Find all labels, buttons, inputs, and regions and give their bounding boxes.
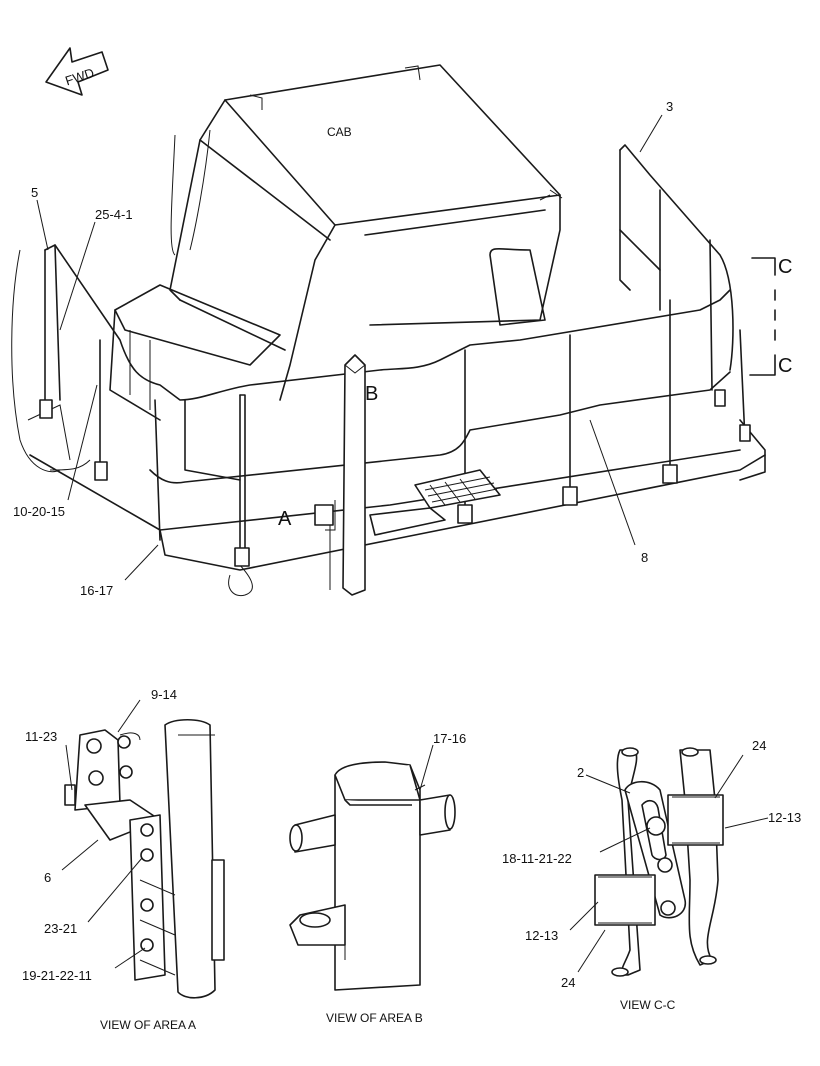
callout-5: 5 [31, 185, 38, 200]
callout-10-20-15: 10-20-15 [13, 504, 65, 519]
view-area-a-caption: VIEW OF AREA A [100, 1018, 196, 1032]
callout-24-top: 24 [752, 738, 766, 753]
callout-12-13-left: 12-13 [525, 928, 558, 943]
callout-6: 6 [44, 870, 51, 885]
view-cc-caption: VIEW C-C [620, 998, 676, 1012]
view-cc-drawing [594, 747, 724, 977]
section-c-top-label: C [778, 256, 792, 278]
cab-label: CAB [327, 125, 352, 139]
callout-19-21-22-11: 19-21-22-11 [22, 968, 92, 983]
callout-18-11-21-22: 18-11-21-22 [502, 851, 572, 866]
fwd-arrow-icon [45, 47, 109, 96]
view-area-b-caption: VIEW OF AREA B [326, 1011, 423, 1025]
callout-17-16: 17-16 [433, 731, 466, 746]
callout-24-bottom: 24 [561, 975, 575, 990]
callout-23-21: 23-21 [44, 921, 77, 936]
callout-12-13-right: 12-13 [768, 810, 801, 825]
section-c-marker [749, 257, 776, 376]
callout-3: 3 [666, 99, 673, 114]
section-c-bottom-label: C [778, 355, 792, 377]
view-area-b-drawing [289, 761, 456, 991]
area-a-label: A [278, 508, 292, 530]
view-area-a-drawing [64, 718, 225, 999]
area-b-label: B [365, 383, 378, 405]
callout-2: 2 [577, 765, 584, 780]
callout-11-23: 11-23 [25, 729, 57, 744]
callout-16-17: 16-17 [80, 583, 113, 598]
callout-9-14: 9-14 [151, 687, 177, 702]
machine-platform-drawing [11, 64, 766, 597]
callout-25-4-1: 25-4-1 [95, 207, 133, 222]
callout-8: 8 [641, 550, 648, 565]
